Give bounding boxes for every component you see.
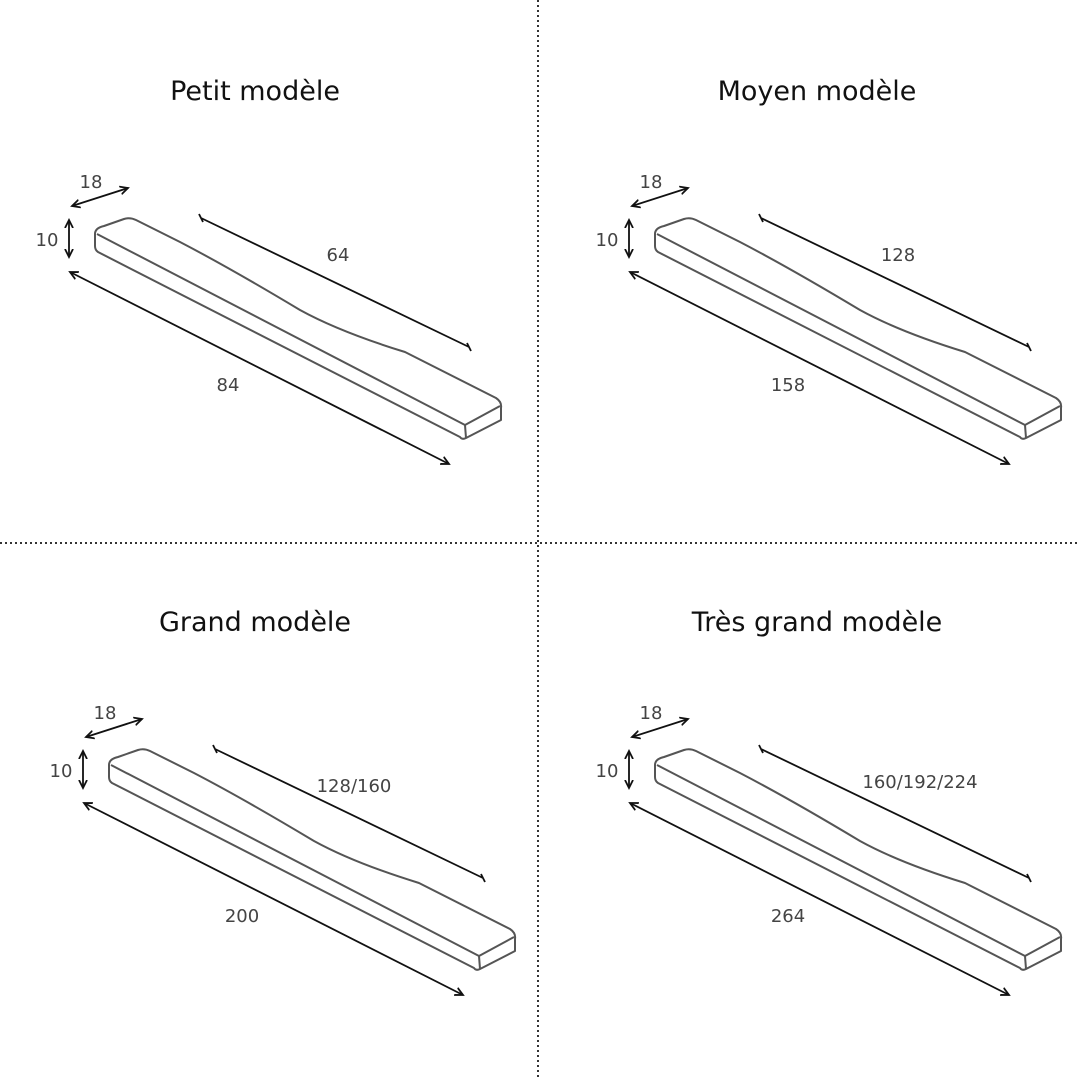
width-label: 18 bbox=[94, 703, 117, 724]
length-label: 264 bbox=[771, 906, 805, 927]
handle-drawing bbox=[108, 748, 517, 971]
height-label: 10 bbox=[36, 230, 59, 251]
model-panel-tres-grand: Très grand modèle 18 10 160/192/224 264 bbox=[596, 607, 1063, 995]
hole-spacing-line bbox=[198, 213, 472, 352]
handle-drawing bbox=[654, 748, 1063, 971]
width-label: 18 bbox=[640, 172, 663, 193]
handle-drawing bbox=[654, 217, 1063, 440]
height-label: 10 bbox=[596, 230, 619, 251]
model-panel-moyen: Moyen modèle 18 10 128 158 bbox=[596, 76, 1063, 464]
hole-spacing-label: 128/160 bbox=[317, 776, 392, 797]
hole-spacing-line bbox=[758, 213, 1032, 352]
length-arrow bbox=[84, 803, 463, 995]
model-title: Grand modèle bbox=[159, 607, 351, 638]
hole-spacing-label: 160/192/224 bbox=[862, 772, 977, 793]
hole-spacing-label: 128 bbox=[881, 245, 915, 266]
model-title: Moyen modèle bbox=[718, 76, 917, 107]
handle-drawing bbox=[94, 217, 503, 440]
length-label: 158 bbox=[771, 375, 805, 396]
height-label: 10 bbox=[50, 761, 73, 782]
model-panel-grand: Grand modèle 18 10 128/160 200 bbox=[50, 607, 517, 995]
width-arrow bbox=[86, 719, 142, 737]
length-arrow bbox=[70, 272, 449, 464]
length-arrow bbox=[630, 803, 1009, 995]
model-title: Très grand modèle bbox=[691, 607, 943, 638]
model-panel-petit: Petit modèle 18 10 64 84 bbox=[36, 76, 503, 464]
width-arrow bbox=[632, 188, 688, 206]
width-arrow bbox=[632, 719, 688, 737]
width-arrow bbox=[72, 188, 128, 206]
hole-spacing-label: 64 bbox=[327, 245, 350, 266]
hole-spacing-line bbox=[212, 744, 486, 883]
width-label: 18 bbox=[640, 703, 663, 724]
hole-spacing-line bbox=[758, 744, 1032, 883]
length-arrow bbox=[630, 272, 1009, 464]
width-label: 18 bbox=[80, 172, 103, 193]
length-label: 200 bbox=[225, 906, 259, 927]
length-label: 84 bbox=[217, 375, 240, 396]
model-title: Petit modèle bbox=[170, 76, 340, 107]
height-label: 10 bbox=[596, 761, 619, 782]
